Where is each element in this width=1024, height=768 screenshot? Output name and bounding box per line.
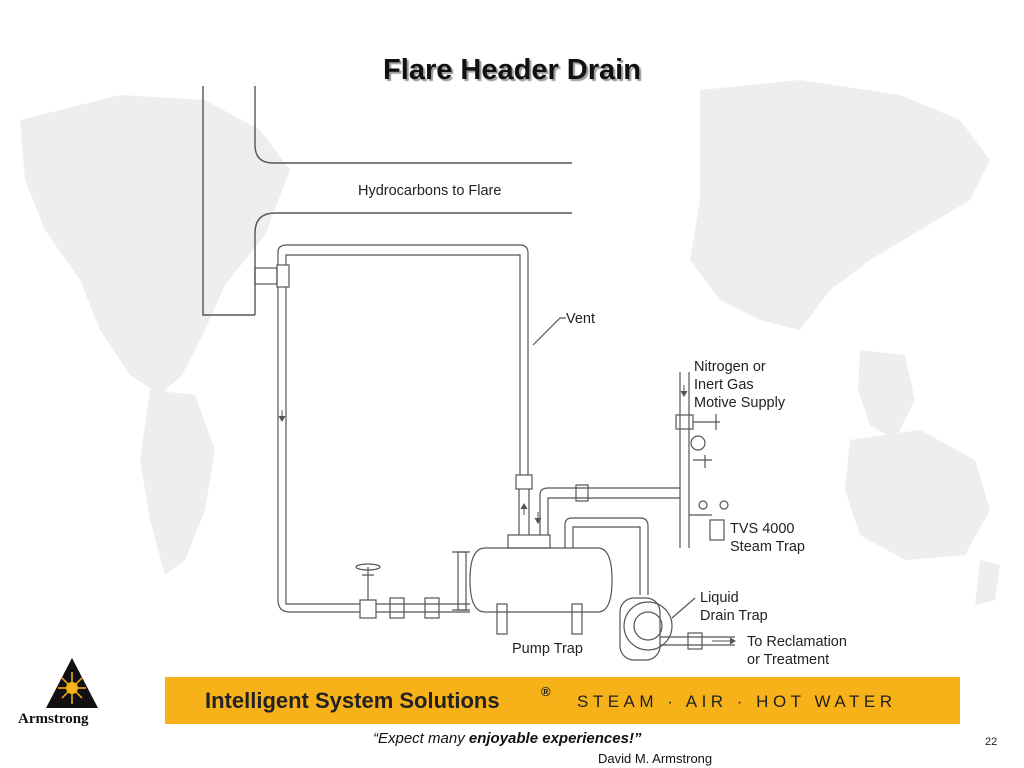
label-pump-trap: Pump Trap [512, 641, 583, 657]
banner-registered-mark: ® [541, 684, 551, 699]
label-reclamation-line-1: To Reclamation [747, 634, 847, 650]
label-nitrogen-line-1: Nitrogen or [694, 359, 766, 375]
banner-tagline: STEAM · AIR · HOT WATER [577, 692, 897, 711]
flow-arrows [278, 385, 736, 645]
flare-header-duct [202, 86, 572, 316]
label-tvs-line-2: Steam Trap [730, 539, 805, 555]
quote-emphasis: enjoyable experiences!” [468, 730, 642, 747]
world-map-background [20, 80, 1000, 605]
slide-title: Flare Header Drain [383, 54, 641, 86]
label-liquid-trap-line-1: Liquid [700, 590, 739, 606]
banner: Intelligent System Solutions ® STEAM · A… [165, 677, 960, 724]
label-tvs-line-1: TVS 4000 [730, 521, 795, 537]
banner-main-text: Intelligent System Solutions [205, 688, 500, 713]
brand-name: Armstrong [18, 711, 89, 727]
label-nitrogen-line-3: Motive Supply [694, 395, 786, 411]
piping [254, 244, 735, 661]
label-liquid-trap-line-2: Drain Trap [700, 608, 768, 624]
label-vent: Vent [566, 311, 595, 327]
quote-prefix: “Expect many [373, 730, 469, 747]
armstrong-star-logo-icon [46, 658, 98, 708]
quote-author: David M. Armstrong [598, 751, 713, 766]
footer-quote: “Expect many enjoyable experiences!” [373, 730, 641, 747]
page-number: 22 [985, 736, 998, 748]
label-nitrogen-line-2: Inert Gas [694, 377, 754, 393]
label-hydrocarbons: Hydrocarbons to Flare [358, 183, 501, 199]
label-reclamation-line-2: or Treatment [747, 652, 829, 668]
